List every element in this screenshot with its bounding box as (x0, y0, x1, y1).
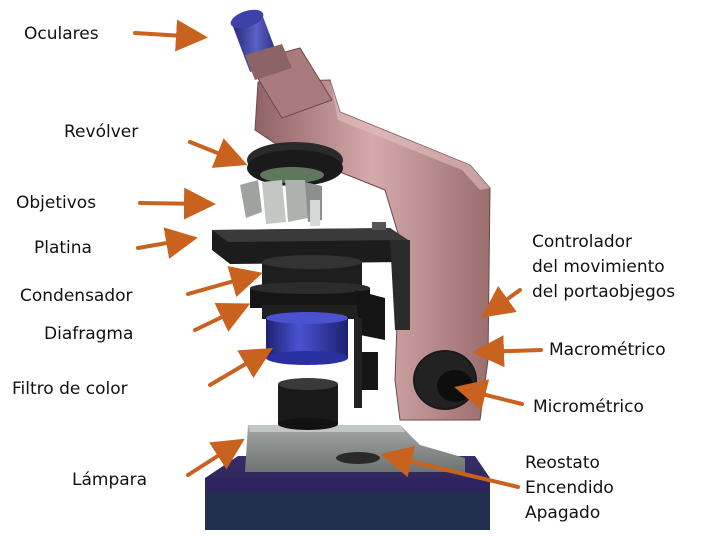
label-oculares: Oculares (24, 22, 99, 46)
rheostat-knob (336, 452, 380, 464)
color-filter (266, 312, 348, 365)
label-condensador: Condensador (20, 284, 133, 308)
arrow-filtro (210, 352, 266, 385)
label-diafragma: Diafragma (44, 322, 133, 346)
arrow-objetivos (140, 203, 208, 204)
label-macrometrico: Macrométrico (549, 338, 666, 362)
condenser (250, 255, 370, 308)
arrow-revolver (190, 142, 240, 162)
eyepiece-assembly (228, 6, 332, 118)
label-filtro-de-color: Filtro de color (12, 377, 128, 401)
revolver-nosepiece (247, 142, 343, 186)
label-reostato: Reostato Encendido Apagado (525, 451, 614, 526)
label-revolver: Revólver (64, 120, 138, 144)
label-controlador: Controlador del movimiento del portaobje… (532, 230, 675, 305)
label-lampara: Lámpara (72, 468, 147, 492)
arrow-diafragma (195, 307, 243, 330)
arrow-condensador (188, 275, 255, 294)
label-objetivos: Objetivos (16, 191, 96, 215)
arrow-platina (138, 239, 190, 248)
field-lens (278, 378, 338, 430)
label-platina: Platina (34, 236, 92, 260)
arrow-controlador (488, 290, 520, 313)
label-micrometrico: Micrométrico (533, 395, 644, 419)
objective-lenses (240, 180, 322, 226)
arrow-macrometrico (480, 350, 541, 352)
arrow-oculares (135, 33, 200, 37)
focus-knobs (413, 350, 477, 410)
